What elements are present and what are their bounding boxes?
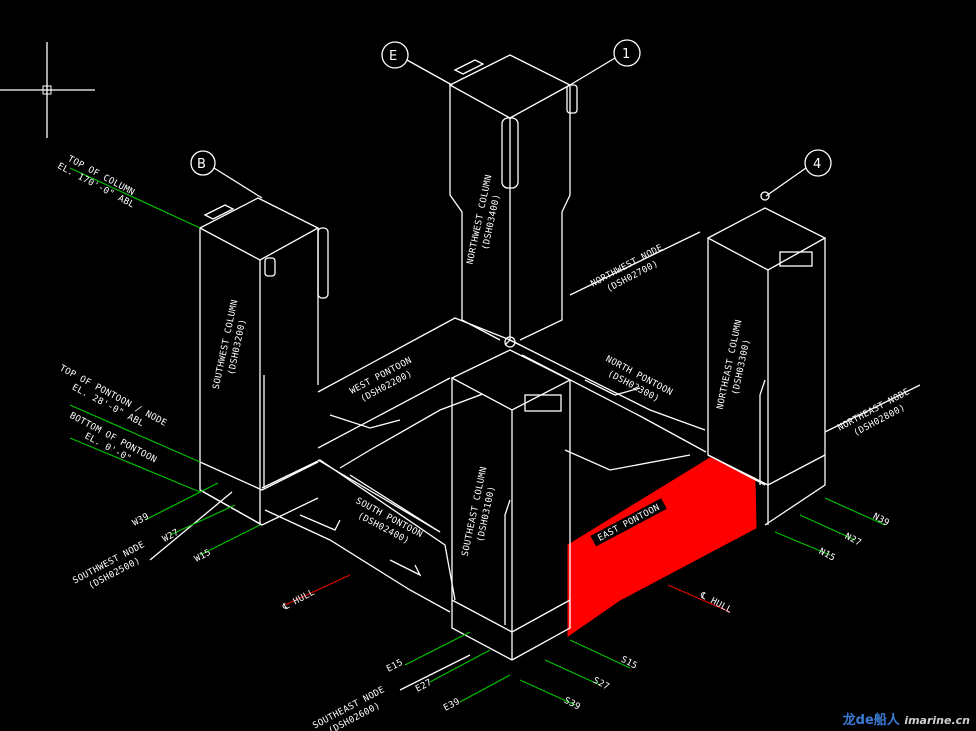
svg-text:S15: S15 bbox=[619, 655, 639, 672]
svg-text:S39: S39 bbox=[562, 696, 582, 713]
svg-text:E27: E27 bbox=[414, 678, 434, 695]
east-dimension-tags: N39 N27 N15 bbox=[774, 497, 891, 564]
crosshair-cursor-icon bbox=[0, 42, 95, 138]
northeast-column[interactable] bbox=[706, 191, 827, 526]
svg-text:N15: N15 bbox=[817, 547, 837, 564]
watermark-text: 龙de船人 bbox=[842, 713, 900, 728]
hull-centerline-west: ℄ HULL bbox=[281, 574, 351, 614]
grid-bubble-b: B bbox=[190, 150, 263, 199]
svg-text:N27: N27 bbox=[843, 532, 863, 549]
hull-centerline-east: ℄ HULL bbox=[667, 584, 734, 616]
svg-text:W39: W39 bbox=[131, 512, 151, 529]
west-dimension-tags: W39 W27 W15 bbox=[131, 482, 261, 565]
northwest-column[interactable] bbox=[448, 54, 578, 341]
svg-text:℄ HULL: ℄ HULL bbox=[281, 588, 317, 614]
watermark-site: imarine.cn bbox=[904, 714, 970, 727]
southeast-column[interactable] bbox=[450, 349, 572, 661]
svg-text:E39: E39 bbox=[442, 697, 462, 714]
svg-text:℄ HULL: ℄ HULL bbox=[697, 590, 733, 616]
svg-text:N39: N39 bbox=[871, 512, 891, 529]
grid-bubble-4-label: 4 bbox=[813, 157, 821, 172]
grid-bubble-1-label: 1 bbox=[622, 47, 630, 62]
grid-bubble-e: E bbox=[381, 41, 453, 86]
east-pontoon-highlight[interactable] bbox=[567, 457, 757, 637]
grid-bubble-4: 4 bbox=[765, 149, 832, 197]
watermark: 龙de船人 imarine.cn bbox=[843, 709, 970, 728]
grid-bubble-1: 1 bbox=[569, 39, 641, 86]
svg-text:E15: E15 bbox=[385, 658, 405, 675]
grid-bubble-b-label: B bbox=[197, 157, 206, 172]
svg-text:S27: S27 bbox=[591, 676, 611, 693]
grid-bubble-e-label: E bbox=[389, 49, 397, 64]
